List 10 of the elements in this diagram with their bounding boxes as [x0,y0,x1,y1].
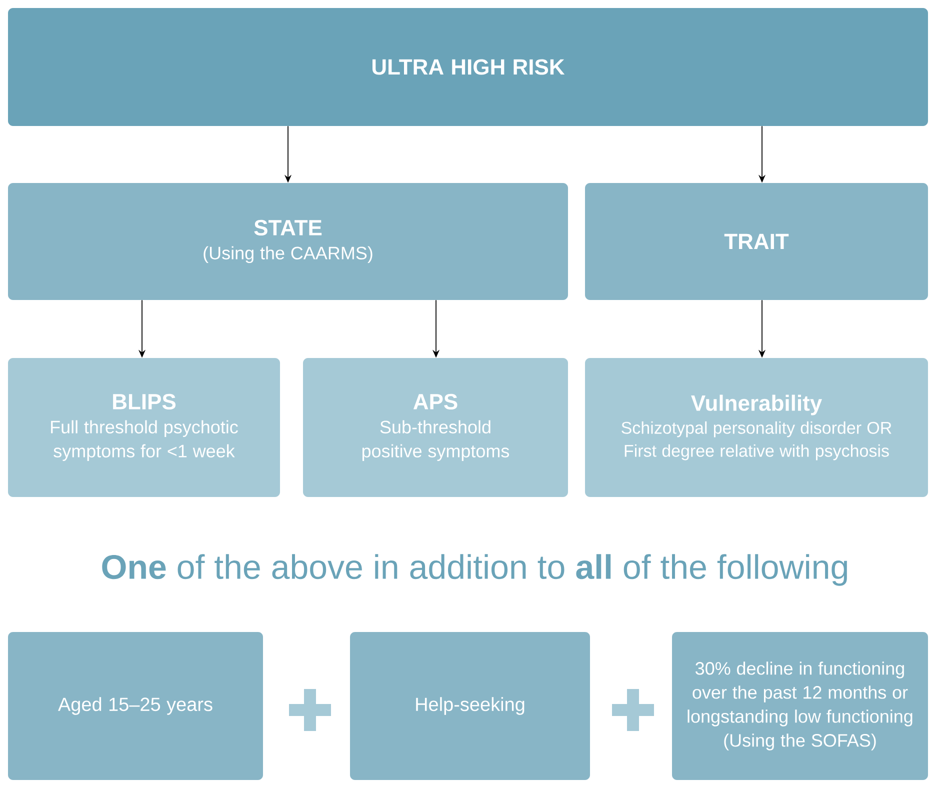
box: Help-seeking [350,632,590,780]
box: Aged 15–25 years [8,632,263,780]
box: STATE (Using the CAARMS) [8,182,568,300]
box: 30% decline in functioning over the past 12 months or longstanding low functioning (Using the SOFAS) [672,632,928,780]
box: BLIPS Full threshold psychotic symptoms for <1 week [8,358,280,497]
heading: One of the above in addition to all of the following [102,554,847,586]
box: ULTRA HIGH RISK [8,8,928,126]
box: APS Sub-threshold positive symptoms [303,358,568,497]
box: Vulnerability Schizotypal personality disorder OR First degree relative with psychosis [585,358,928,497]
box: TRAIT [585,182,928,300]
